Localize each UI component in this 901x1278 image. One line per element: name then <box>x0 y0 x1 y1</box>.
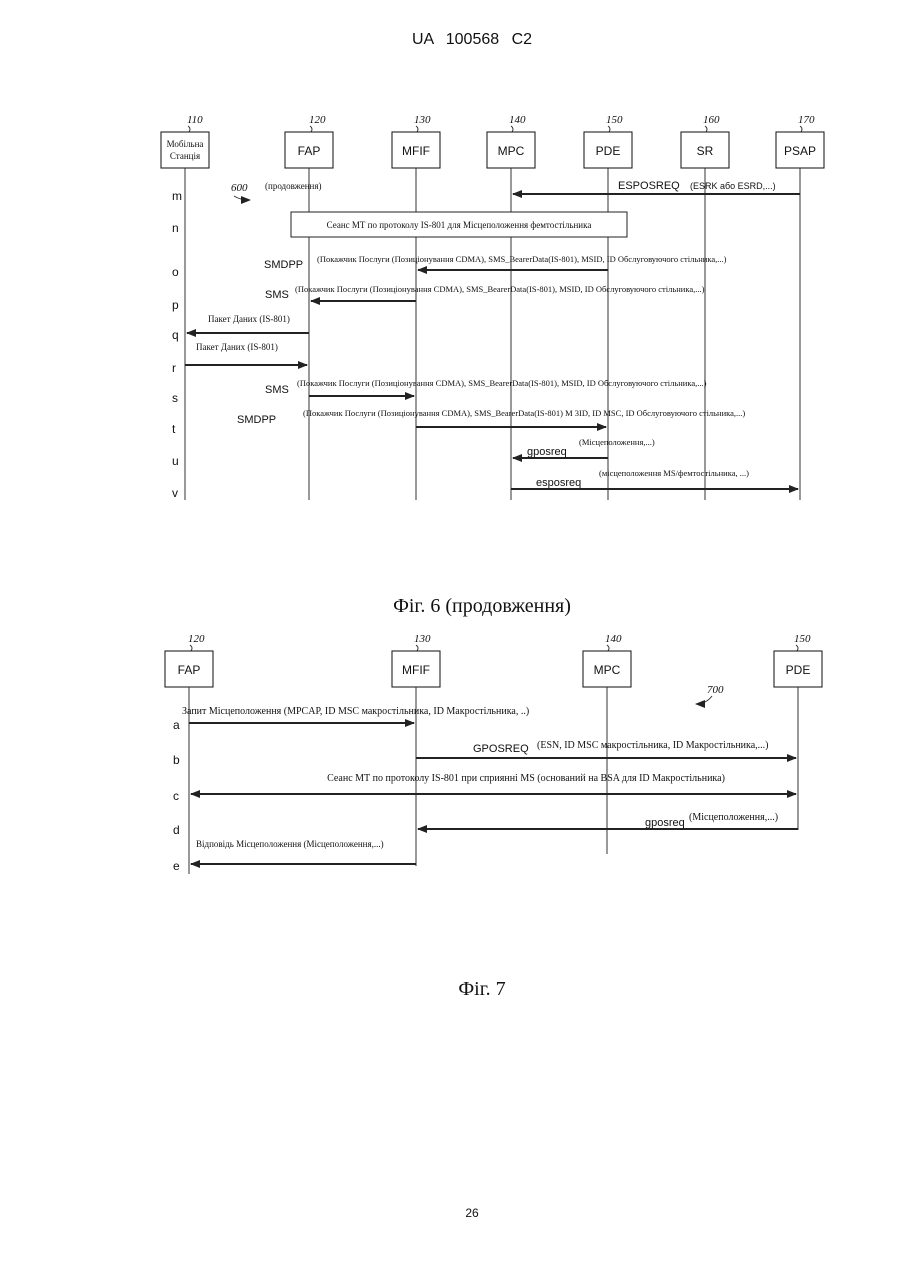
fig6-session-text: Сеанс МТ по протоколу IS-801 для Місцепо… <box>327 220 592 230</box>
fig6-ref-note: (продовження) <box>265 181 322 191</box>
fig7-label-mfif: MFIF <box>402 663 430 677</box>
figure-6: 110 120 130 140 150 160 170 Мобільна Ста… <box>161 114 824 617</box>
fig7-msg-a-params: Запит Місцеположення (MPCAP, ID MSC макр… <box>182 706 529 717</box>
fig6-label-pde: PDE <box>596 144 621 158</box>
fig7-label-mpc: MPC <box>594 663 621 677</box>
fig7-msg-d-name: gposreq <box>645 817 685 829</box>
fig6-msg-s-params: (Покажчик Послуги (Позиціонування CDMA),… <box>297 378 707 388</box>
fig6-msg-s-name: SMS <box>265 384 289 396</box>
fig6-step-v: v <box>172 486 178 500</box>
fig7-ref-140: 140 <box>605 633 622 645</box>
fig7-msg-b-params: (ESN, ID MSC макростільника, ID Макрості… <box>537 740 769 751</box>
fig6-label-mpc: MPC <box>498 144 525 158</box>
fig7-step-a: a <box>173 718 180 732</box>
fig7-msg-d-params: (Місцеположення,...) <box>689 812 778 823</box>
fig6-msg-p-name: SMS <box>265 289 289 301</box>
fig6-ref-170: 170 <box>798 114 815 126</box>
fig6-step-n: n <box>172 221 179 235</box>
fig6-label-mobile-1: Мобільна <box>167 139 204 149</box>
fig7-step-d: d <box>173 823 180 837</box>
fig7-ref-130: 130 <box>414 633 431 645</box>
fig6-ref-130: 130 <box>414 114 431 126</box>
fig6-ref-150: 150 <box>606 114 623 126</box>
figure-7: 120 130 140 150 FAP MFIF MPC PDE 700 <box>165 633 822 1000</box>
document-id: UA 100568 C2 <box>412 31 532 48</box>
fig6-label-mobile-2: Станція <box>170 151 200 161</box>
fig6-step-u: u <box>172 454 179 468</box>
fig7-ref-150: 150 <box>794 633 811 645</box>
fig6-label-mfif: MFIF <box>402 144 430 158</box>
fig7-msg-b-name: GPOSREQ <box>473 743 529 755</box>
fig6-ref-140: 140 <box>509 114 526 126</box>
fig6-ref-110: 110 <box>187 114 203 126</box>
fig6-ref-600: 600 <box>231 182 248 194</box>
fig6-step-m: m <box>172 189 182 203</box>
fig6-msg-v-name: esposreq <box>536 477 581 489</box>
fig6-ref-160: 160 <box>703 114 720 126</box>
fig6-label-fap: FAP <box>298 144 321 158</box>
fig6-msg-o-name: SMDPP <box>264 259 303 271</box>
fig7-ref-700: 700 <box>707 684 724 696</box>
fig6-label-psap: PSAP <box>784 144 816 158</box>
fig7-msg-c-params: Сеанс МТ по протоколу IS-801 при сприянн… <box>327 773 725 784</box>
fig6-msg-u-params: (Місцеположення,...) <box>579 437 655 447</box>
fig6-step-p: p <box>172 298 179 312</box>
fig7-msg-e-params: Відповідь Місцеположення (Місцеположення… <box>196 839 384 849</box>
fig6-box-mobile-station <box>161 132 209 168</box>
fig6-msg-t-name: SMDPP <box>237 414 276 426</box>
fig6-step-o: o <box>172 265 179 279</box>
fig6-msg-m-params: (ESRK або ESRD,...) <box>690 181 776 191</box>
fig6-step-t: t <box>172 422 176 436</box>
fig6-step-q: q <box>172 328 179 342</box>
fig6-msg-v-params: (місцеположення MS/фемтостільника, ...) <box>599 468 749 478</box>
fig6-msg-p-params: (Покажчик Послуги (Позиціонування CDMA),… <box>295 284 705 294</box>
fig6-label-sr: SR <box>697 144 714 158</box>
fig6-caption: Фіг. 6 (продовження) <box>393 595 571 617</box>
fig7-ref-120: 120 <box>188 633 205 645</box>
fig6-step-r: r <box>172 361 176 375</box>
fig7-caption: Фіг. 7 <box>458 978 505 1000</box>
fig6-msg-m-name: ESPOSREQ <box>618 180 680 192</box>
fig7-label-fap: FAP <box>178 663 201 677</box>
fig7-label-pde: PDE <box>786 663 811 677</box>
fig6-msg-t-params: (Покажчик Послуги (Позиціонування CDMA),… <box>303 408 745 418</box>
page-number: 26 <box>465 1206 479 1220</box>
fig6-msg-o-params: (Покажчик Послуги (Позиціонування CDMA),… <box>317 254 727 264</box>
fig6-step-s: s <box>172 391 178 405</box>
fig6-msg-u-name: gposreq <box>527 446 567 458</box>
fig7-step-c: c <box>173 789 179 803</box>
fig7-step-b: b <box>173 753 180 767</box>
fig6-msg-q-params: Пакет Даних (IS-801) <box>208 314 290 324</box>
fig6-msg-r-params: Пакет Даних (IS-801) <box>196 342 278 352</box>
fig7-step-e: e <box>173 859 180 873</box>
fig6-ref-120: 120 <box>309 114 326 126</box>
